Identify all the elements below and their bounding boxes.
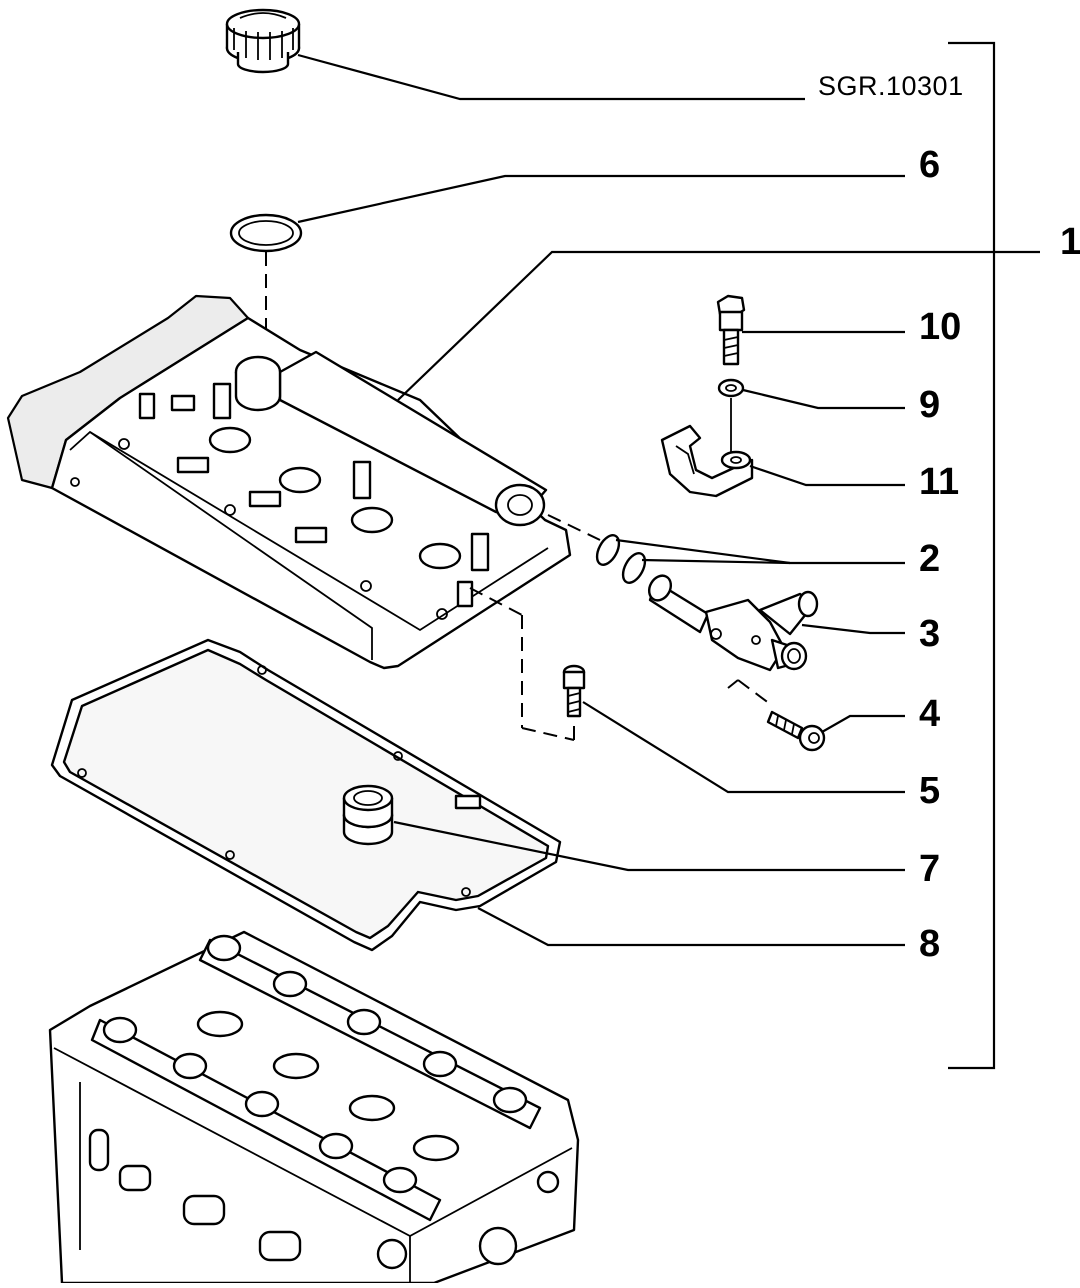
leader-8: [477, 907, 905, 947]
screw-4[interactable]: [766, 710, 826, 752]
leader-3: [801, 623, 905, 635]
assembly-bracket: [948, 41, 996, 1070]
callout-10: 10: [919, 306, 962, 348]
leader-9: [742, 388, 905, 410]
leader-2b: [641, 558, 791, 565]
leader-4: [821, 714, 905, 733]
callout-2: 2: [919, 538, 941, 580]
callout-1: 1: [1060, 221, 1080, 263]
callout-5: 5: [919, 770, 941, 812]
leader-1: [397, 250, 1040, 401]
washer-9[interactable]: [717, 378, 745, 398]
callout-7: 7: [919, 848, 941, 890]
leader-6: [297, 174, 905, 224]
callout-8: 8: [919, 923, 941, 965]
valve-cover[interactable]: [6, 294, 572, 670]
cylinder-head: [48, 930, 580, 1285]
reference-code: SGR.10301: [818, 71, 964, 101]
gasket-8[interactable]: [50, 638, 562, 952]
leader-7: [393, 820, 905, 872]
bolt-10[interactable]: [716, 294, 746, 366]
plug-seal-7[interactable]: [342, 784, 394, 846]
callout-6: 6: [919, 144, 941, 186]
fitting-3[interactable]: [645, 572, 819, 672]
oil-filler-cap[interactable]: [225, 8, 301, 74]
o-rings-2[interactable]: [593, 532, 650, 587]
screw-5[interactable]: [562, 664, 586, 718]
leader-cap: [297, 53, 805, 101]
callout-3: 3: [919, 613, 941, 655]
leader-5: [582, 701, 905, 794]
bracket-11[interactable]: [660, 424, 754, 498]
seal-ring-6[interactable]: [229, 213, 303, 253]
callout-9: 9: [919, 384, 941, 426]
callout-4: 4: [919, 693, 941, 735]
leader-11: [749, 464, 905, 487]
callout-11: 11: [919, 461, 960, 503]
